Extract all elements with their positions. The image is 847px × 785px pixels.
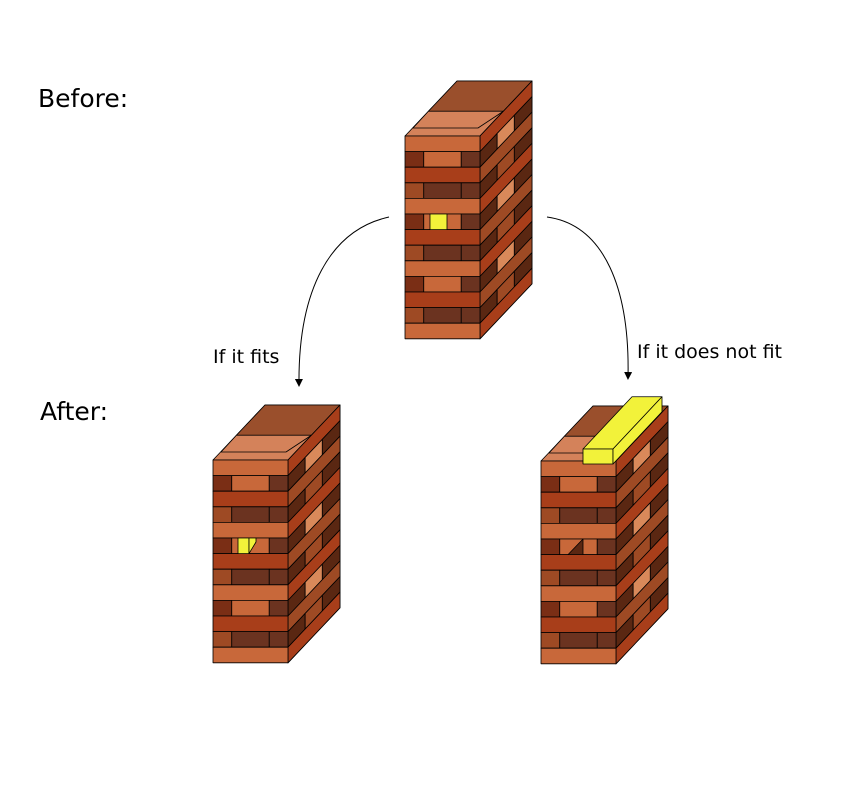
- tower-block-end-right: [268, 506, 289, 523]
- tower-block-end-right: [268, 631, 289, 648]
- top-yellow-block-front: [582, 448, 614, 465]
- tower-block-end-left: [212, 475, 233, 492]
- after-label: After:: [40, 397, 109, 426]
- tower-front-layer: [404, 291, 481, 309]
- tower-block-end-left: [540, 538, 561, 555]
- tower-front-layer: [404, 135, 481, 153]
- tower-front-layer: [212, 584, 289, 601]
- tower-block-middle: [559, 476, 598, 493]
- empty-slot: [567, 538, 584, 555]
- tower-block-end-left: [404, 275, 425, 293]
- tower-front-layer: [404, 322, 481, 340]
- tower-block-end-left: [540, 569, 561, 587]
- tower-block-end-left: [212, 537, 233, 554]
- tower-front-layer: [212, 553, 289, 570]
- tower-block-end-left: [404, 244, 425, 262]
- tower-block-middle: [423, 307, 462, 324]
- tower-front-layer: [540, 523, 617, 540]
- tower-front-layer: [212, 459, 289, 477]
- tower-block-middle: [231, 506, 270, 523]
- tower-block-end-left: [404, 307, 425, 324]
- tower-block-middle: [231, 631, 270, 648]
- tower-front-layer: [404, 229, 481, 246]
- tower-block-end-right: [596, 507, 617, 524]
- tower-block-middle: [559, 601, 598, 618]
- tower-front-layer: [540, 647, 617, 665]
- arrow-not-fit: [546, 216, 633, 380]
- tower-front-layer: [212, 646, 289, 664]
- tower-block-middle: [559, 632, 598, 649]
- tower-block-end-left: [404, 213, 425, 231]
- tower-block-end-right: [268, 600, 289, 617]
- tower-front-layer: [212, 490, 289, 508]
- tower-block-end-right: [460, 307, 481, 324]
- tower-before: [404, 80, 533, 340]
- tower-front-layer: [404, 260, 481, 277]
- tower-block-end-left: [404, 182, 425, 199]
- not-fit-label: If it does not fit: [637, 341, 782, 363]
- tower-block-end-left: [212, 631, 233, 648]
- tower-block-end-right: [596, 538, 617, 555]
- tower-front-layer: [212, 615, 289, 632]
- tower-block-middle: [559, 507, 598, 524]
- tower-block-end-right: [268, 537, 289, 554]
- tower-block-end-left: [212, 600, 233, 617]
- tower-block-middle: [423, 182, 462, 199]
- tower-block-end-right: [460, 151, 481, 168]
- tower-block-end-left: [212, 568, 233, 586]
- tower-block-end-left: [212, 506, 233, 523]
- tower-block-end-right: [460, 275, 481, 293]
- tower-front-layer: [540, 616, 617, 633]
- tower-block-end-right: [596, 601, 617, 618]
- tower-block-end-left: [540, 632, 561, 649]
- tower-after-fits: [212, 404, 341, 664]
- tower-block-middle: [231, 475, 270, 492]
- tower-block-end-left: [540, 476, 561, 493]
- tower-front-layer: [540, 554, 617, 571]
- tower-front-layer: [404, 166, 481, 184]
- tower-block-end-right: [596, 476, 617, 493]
- tower-front-layer: [540, 491, 617, 509]
- tower-block-end-right: [268, 475, 289, 492]
- tower-front-layer: [404, 197, 481, 215]
- fits-label: If it fits: [213, 346, 280, 368]
- tower-after-not-fit: [540, 396, 669, 665]
- before-label: Before:: [38, 84, 129, 113]
- tower-block-middle: [231, 568, 270, 586]
- tower-block-middle: [423, 244, 462, 262]
- tower-block-middle: [423, 151, 462, 168]
- tower-block-middle: [231, 600, 270, 617]
- tower-block-end-left: [404, 151, 425, 168]
- tower-front-layer: [540, 585, 617, 602]
- highlighted-block-edge: [248, 537, 257, 554]
- tower-block-end-right: [596, 569, 617, 587]
- tower-block-middle: [559, 569, 598, 587]
- tower-block-end-right: [460, 244, 481, 262]
- highlighted-block-pushed: [237, 537, 250, 554]
- tower-block-end-right: [460, 213, 481, 231]
- top-yellow-block-side: [612, 396, 663, 465]
- tower-block-end-right: [596, 632, 617, 649]
- tower-block-end-left: [540, 601, 561, 618]
- tower-block-end-left: [540, 507, 561, 524]
- tower-block-end-right: [460, 182, 481, 199]
- highlighted-block: [429, 213, 448, 231]
- tower-block-end-right: [268, 568, 289, 586]
- arrow-fits: [294, 216, 390, 387]
- tower-front-layer: [212, 522, 289, 539]
- tower-block-middle: [423, 275, 462, 293]
